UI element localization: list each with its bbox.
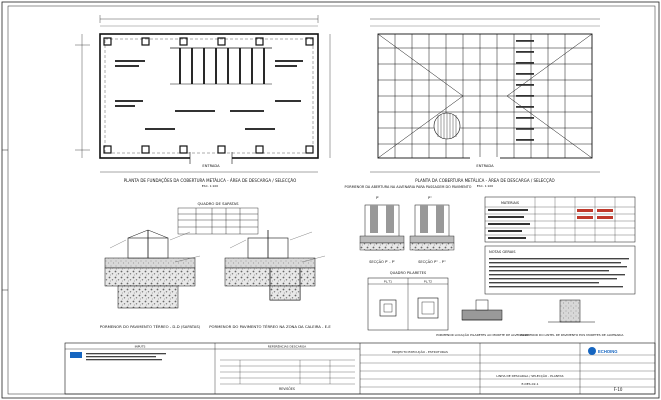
section-marker-p1: P': [376, 196, 379, 200]
detail-dd-title: PORMENOR DO PAVIMENTO TÉRREO - D-D (SAPA…: [100, 324, 201, 329]
roof-plan: ENTRADA: [370, 18, 600, 173]
roof-plan-scale: ESC. 1:100: [477, 184, 494, 188]
sheet-number: F-10: [614, 387, 623, 392]
quadro-sapatas-title: QUADRO DE SAPATAS: [197, 201, 239, 206]
quadro-sapatas-table: [177, 207, 259, 235]
detail-opening-title: PORMENOR DA ABERTURA NA ALVENARIA PARA P…: [345, 185, 472, 189]
pilarete-2-label: PL.T2: [424, 280, 432, 284]
sheet-title: LINHA DE DESCARGA / SELECÇÃO - PLANTAS: [496, 373, 563, 378]
notes-title: NOTAS GERAIS: [489, 250, 516, 254]
detail-pilaretes: [461, 299, 503, 321]
detail-opening-sections: P' P'' SECÇÃO P' - P' SECÇÃO P'' - P'': [359, 196, 455, 264]
roof-plan-title: PLANTA DA COBERTURA METÁLICA - ÁREA DE D…: [415, 178, 554, 183]
section-pp-title: SECÇÃO P'' - P'': [418, 259, 446, 264]
materials-title: MATERIAIS: [501, 201, 519, 205]
quadro-pilaretes-table: PL.T1 PL.T2: [367, 277, 449, 331]
materials-table: MATERIAIS: [484, 196, 636, 243]
refs-header: REFERÊNCIAS DESCARGA: [268, 344, 307, 349]
detail-lintel-title: PORMENOR DO LINTEL DE PAVIMENTO EOS MURE…: [521, 333, 625, 337]
foundation-plan: ENTRADA: [75, 15, 331, 173]
roof-plan-entry: ENTRADA: [476, 164, 494, 168]
pilarete-1-label: PL.T1: [384, 280, 392, 284]
foundation-plan-entry: ENTRADA: [202, 164, 220, 168]
inputs-header: INPUTS: [135, 345, 146, 349]
detail-dd: [104, 229, 201, 309]
section-marker-p2: P'': [428, 196, 432, 200]
sheet-code: E-DES-02-1: [522, 382, 539, 386]
section-p-title: SECÇÃO P' - P': [369, 259, 395, 264]
project-name: PROJECTO EXECUÇÃO - ESTRUTURAS: [392, 349, 448, 354]
foundation-plan-scale: ESC. 1:100: [202, 184, 219, 188]
detail-ee: [224, 230, 326, 301]
title-block: INPUTS REFERÊNCIAS DESCARGA REVISÕES PRO…: [64, 342, 656, 395]
company-name: ECHOING: [598, 349, 618, 354]
quadro-pilaretes-title: QUADRO PILARETES: [390, 271, 427, 275]
general-notes: NOTAS GERAIS: [484, 245, 636, 295]
company-logo-icon: [588, 347, 596, 355]
revisions-label: REVISÕES: [279, 386, 295, 391]
detail-lintel: [548, 299, 595, 323]
detail-pilaretes-title: PORMENOR LOCAÇÃO PILARETES AO MURETE DE …: [436, 332, 528, 337]
foundation-plan-title: PLANTA DE FUNDAÇÕES DA COBERTURA METÁLIC…: [124, 178, 296, 183]
detail-ee-title: PORMENOR DO PAVIMENTO TÉRREO NA ZONA DA …: [209, 324, 331, 329]
